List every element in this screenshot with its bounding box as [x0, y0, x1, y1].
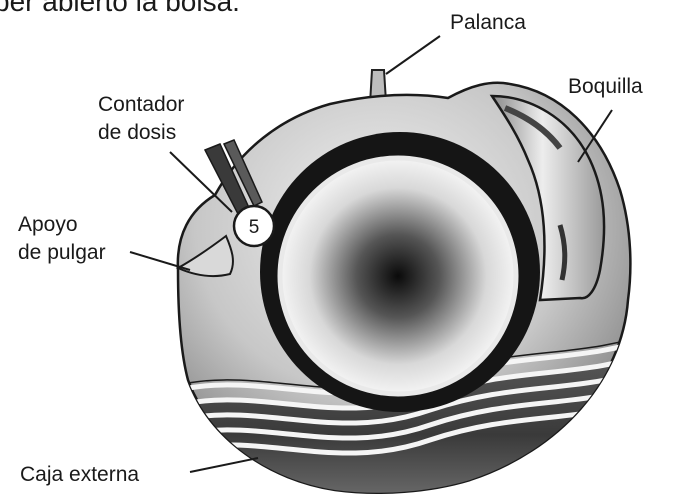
label-contador-2: de dosis: [98, 121, 177, 144]
header-text-fragment: ber abierto la bolsa.: [0, 0, 240, 17]
leader-caja: [189, 457, 259, 473]
label-contador-1: Contador: [98, 93, 185, 116]
leader-palanca: [385, 35, 441, 75]
label-apoyo-2: de pulgar: [18, 241, 106, 264]
leader-contador: [169, 151, 233, 213]
leader-boquilla: [577, 109, 613, 163]
label-boquilla: Boquilla: [568, 75, 643, 98]
label-caja-externa: Caja externa: [20, 463, 140, 486]
leader-lines: [129, 35, 613, 473]
dose-counter-value: 5: [249, 217, 260, 238]
thumb-grip: [175, 234, 234, 277]
mouthpiece: [489, 94, 606, 302]
label-apoyo-1: Apoyo: [18, 213, 78, 236]
dose-counter-circle: [232, 204, 276, 248]
leader-apoyo: [129, 251, 191, 271]
center-disc: [277, 155, 519, 397]
label-palanca: Palanca: [450, 11, 526, 34]
